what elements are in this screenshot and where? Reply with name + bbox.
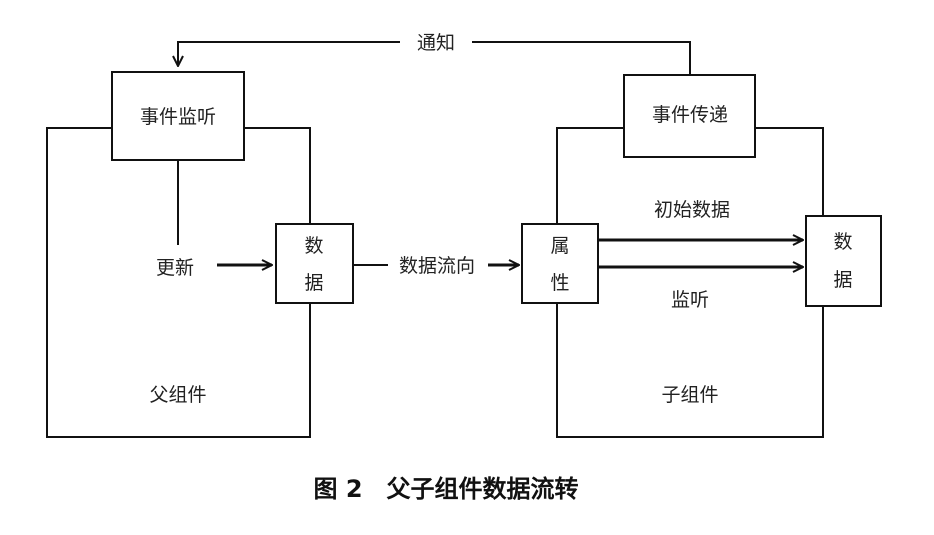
notify-label-background xyxy=(400,28,472,56)
child-property-label-bottom: 性 xyxy=(550,272,569,294)
event-listen-label: 事件监听 xyxy=(140,106,216,128)
event-listen-box xyxy=(111,71,245,161)
parent-data-label-top: 数 xyxy=(304,235,323,257)
figure-caption: 图 2 父子组件数据流转 xyxy=(313,475,578,503)
event-pass-box xyxy=(623,74,756,158)
parent-component-label: 父组件 xyxy=(149,384,206,406)
child-data-label-bottom: 据 xyxy=(833,269,852,291)
child-component-box xyxy=(556,127,824,438)
parent-data-box xyxy=(275,223,354,304)
child-component-label: 子组件 xyxy=(661,384,718,406)
notify-label: 通知 xyxy=(417,32,455,54)
child-data-label-top: 数 xyxy=(833,231,852,253)
event-pass-label: 事件传递 xyxy=(652,104,728,126)
parent-data-label-bottom: 据 xyxy=(304,272,323,294)
listen-label: 监听 xyxy=(671,289,709,311)
update-label: 更新 xyxy=(156,257,194,279)
child-property-box xyxy=(521,223,599,304)
data-flow-label: 数据流向 xyxy=(399,255,475,277)
initial-data-label: 初始数据 xyxy=(654,199,730,221)
child-property-label-top: 属 xyxy=(550,235,569,257)
child-data-box xyxy=(805,215,882,307)
